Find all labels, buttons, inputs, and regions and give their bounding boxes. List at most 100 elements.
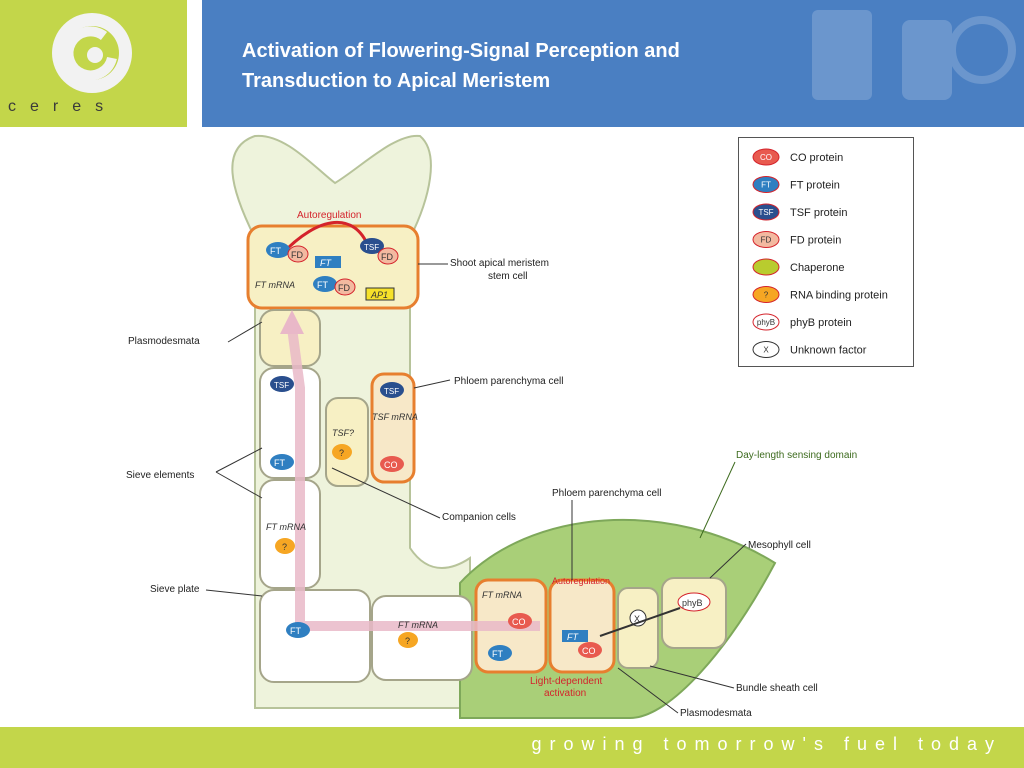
svg-text:Shoot apical meristem: Shoot apical meristem xyxy=(450,258,549,269)
legend-label: Unknown factor xyxy=(790,345,867,357)
svg-text:FT: FT xyxy=(320,258,332,268)
svg-text:FT: FT xyxy=(492,649,503,659)
svg-text:stem cell: stem cell xyxy=(488,271,527,282)
ceres-logo-text: ceres xyxy=(8,98,118,115)
legend-label: RNA binding protein xyxy=(790,290,888,302)
svg-text:Sieve elements: Sieve elements xyxy=(126,470,194,481)
header-banner: Activation of Flowering-Signal Perceptio… xyxy=(202,0,1024,127)
svg-text:FT mRNA: FT mRNA xyxy=(266,522,306,532)
svg-text:CO: CO xyxy=(512,617,526,627)
tsf-protein-icon xyxy=(752,203,780,221)
companion-cell xyxy=(325,397,369,487)
svg-text:CO: CO xyxy=(384,460,398,470)
svg-text:Sieve plate: Sieve plate xyxy=(150,584,200,595)
svg-text:FD: FD xyxy=(338,283,350,293)
title-line-2: Transduction to Apical Meristem xyxy=(242,70,551,92)
sieve-element-4 xyxy=(259,589,371,683)
svg-text:?: ? xyxy=(282,542,287,552)
svg-text:Light-dependent: Light-dependent xyxy=(530,676,603,687)
ft-protein-icon xyxy=(752,176,780,193)
co-protein-icon xyxy=(752,148,780,166)
svg-text:FD: FD xyxy=(381,252,393,262)
legend-item: TSF TSF protein xyxy=(752,203,847,221)
svg-text:?: ? xyxy=(339,448,344,458)
legend-label: TSF protein xyxy=(790,207,847,219)
svg-text:AP1: AP1 xyxy=(370,290,388,300)
svg-text:Companion cells: Companion cells xyxy=(442,512,516,523)
svg-text:phyB: phyB xyxy=(682,598,703,608)
svg-text:FT: FT xyxy=(274,458,285,468)
legend-label: CO protein xyxy=(790,152,843,164)
svg-text:?: ? xyxy=(405,636,410,646)
sieve-element-5 xyxy=(371,595,473,681)
svg-text:FT mRNA: FT mRNA xyxy=(255,280,295,290)
svg-text:TSF: TSF xyxy=(384,387,399,396)
svg-text:Phloem parenchyma cell: Phloem parenchyma cell xyxy=(552,488,662,499)
leaf-molecules: FT mRNA CO FT Autoregulation FT CO X phy… xyxy=(482,576,711,661)
svg-text:Mesophyll cell: Mesophyll cell xyxy=(748,540,811,551)
fd-protein-icon xyxy=(752,231,780,248)
svg-text:Phloem parenchyma cell: Phloem parenchyma cell xyxy=(454,376,564,387)
svg-text:Plasmodesmata: Plasmodesmata xyxy=(680,708,752,719)
legend-item: FT FT protein xyxy=(752,176,840,193)
autoregulation-arrow xyxy=(278,221,370,258)
page-title: Activation of Flowering-Signal Perceptio… xyxy=(242,36,842,96)
svg-text:TSF: TSF xyxy=(274,381,289,390)
legend-symbol: ? xyxy=(764,291,769,300)
legend-symbol: FT xyxy=(761,181,771,190)
footer-bar: growing tomorrow's fuel today xyxy=(0,727,1024,768)
fuel-pump-watermark-icon xyxy=(812,10,1016,100)
legend-label: FD protein xyxy=(790,235,841,247)
svg-text:Day-length sensing domain: Day-length sensing domain xyxy=(736,450,857,461)
legend-item: ? RNA binding protein xyxy=(752,286,888,303)
svg-text:Autoregulation: Autoregulation xyxy=(552,576,610,586)
svg-text:FT: FT xyxy=(290,626,301,636)
footer-tagline: growing tomorrow's fuel today xyxy=(531,734,1002,754)
legend-item: Chaperone xyxy=(752,258,844,276)
annotation-labels: Shoot apical meristem stem cell Plasmode… xyxy=(126,258,857,719)
svg-text:FT: FT xyxy=(270,246,281,256)
legend-symbol: phyB xyxy=(757,318,775,327)
phyb-protein-icon xyxy=(752,313,780,331)
rna-binding-protein-icon xyxy=(752,286,780,303)
svg-text:FT: FT xyxy=(317,280,328,290)
svg-text:CO: CO xyxy=(582,646,596,656)
legend-symbol: FD xyxy=(761,236,772,245)
leaf-phloem-cell xyxy=(548,578,616,674)
bundle-sheath-cell xyxy=(617,587,659,669)
title-line-1: Activation of Flowering-Signal Perceptio… xyxy=(242,40,680,62)
ceres-logo: ceres xyxy=(0,0,187,127)
phloem-parenchyma-upper xyxy=(370,372,416,484)
legend-item: CO CO protein xyxy=(752,148,843,166)
svg-text:activation: activation xyxy=(544,688,586,699)
legend-symbol: X xyxy=(763,346,769,355)
legend-item: phyB phyB protein xyxy=(752,313,852,331)
svg-text:Plasmodesmata: Plasmodesmata xyxy=(128,336,200,347)
svg-text:TSF?: TSF? xyxy=(332,428,354,438)
sieve-element-3 xyxy=(259,479,321,589)
legend-label: phyB protein xyxy=(790,317,852,329)
legend-label: Chaperone xyxy=(790,262,844,274)
legend-item: X Unknown factor xyxy=(752,341,867,358)
svg-text:FD: FD xyxy=(291,250,303,260)
legend-symbol: TSF xyxy=(758,208,773,217)
unknown-factor-icon xyxy=(752,341,780,358)
signal-arrowhead xyxy=(280,310,304,334)
autoregulation-label: Autoregulation xyxy=(297,210,362,221)
flowering-signal-diagram: Autoregulation FT FD FT TSF FD FT mRNA F… xyxy=(126,134,857,719)
legend-symbol: CO xyxy=(760,153,772,162)
phloem-molecules: TSF FT FT mRNA ? TSF? ? TSF TSF mRNA CO … xyxy=(266,376,438,648)
svg-text:TSF mRNA: TSF mRNA xyxy=(372,412,418,422)
signal-path-arrow xyxy=(287,327,540,631)
svg-text:Bundle sheath cell: Bundle sheath cell xyxy=(736,683,818,694)
mesophyll-cell xyxy=(661,577,727,649)
ceres-swirl-icon xyxy=(52,13,132,93)
legend-item: FD FD protein xyxy=(752,231,841,248)
svg-text:FT: FT xyxy=(567,632,579,642)
meristem-molecules: FT FD FT TSF FD FT mRNA FT FD AP1 xyxy=(255,238,399,301)
svg-text:FT mRNA: FT mRNA xyxy=(398,620,438,630)
chaperone-icon xyxy=(752,258,780,276)
svg-text:TSF: TSF xyxy=(364,243,379,252)
legend-label: FT protein xyxy=(790,180,840,192)
